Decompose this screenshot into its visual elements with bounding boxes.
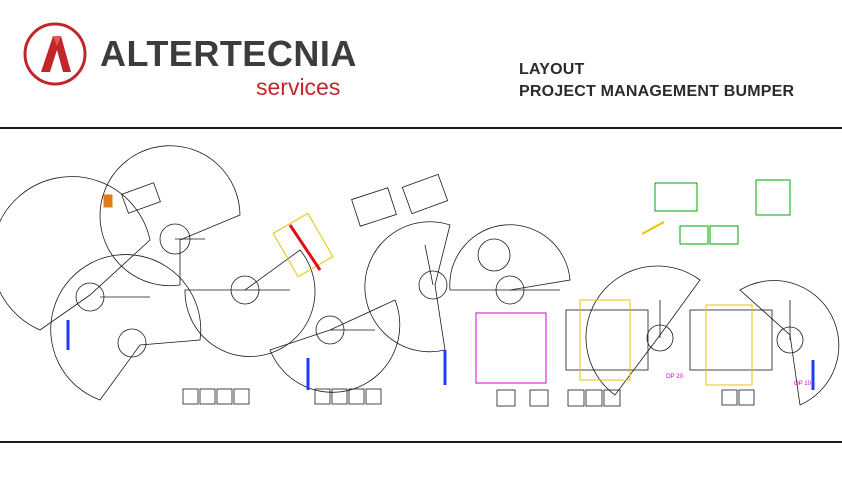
robot-reach-area bbox=[50, 254, 202, 401]
brand-subtitle: services bbox=[256, 74, 341, 100]
title-line-1: LAYOUT bbox=[519, 61, 585, 78]
robot-reach-area bbox=[364, 221, 451, 353]
bottom-divider bbox=[0, 441, 842, 443]
title-line-2: PROJECT MANAGEMENT BUMPER bbox=[519, 83, 795, 100]
robot-reach-area bbox=[739, 280, 840, 406]
cell-label: OP 20 bbox=[666, 374, 684, 380]
stylized-A-logo-icon bbox=[23, 22, 87, 86]
top-divider bbox=[0, 127, 842, 129]
page-title: LAYOUT PROJECT MANAGEMENT BUMPER bbox=[519, 59, 794, 103]
robot-reach-area bbox=[269, 299, 401, 393]
robot-reach-area bbox=[449, 224, 571, 291]
layout-drawing: OP 20 OP 10 bbox=[0, 145, 840, 407]
robot-reach-area bbox=[0, 176, 151, 331]
header: ALTERTECNIA services LAYOUT PROJECT MANA… bbox=[0, 0, 842, 128]
robot-reach-area bbox=[585, 265, 701, 396]
brand-name: ALTERTECNIA bbox=[100, 33, 357, 74]
robot-reach-area bbox=[99, 145, 241, 287]
cell-label: OP 10 bbox=[794, 381, 812, 387]
